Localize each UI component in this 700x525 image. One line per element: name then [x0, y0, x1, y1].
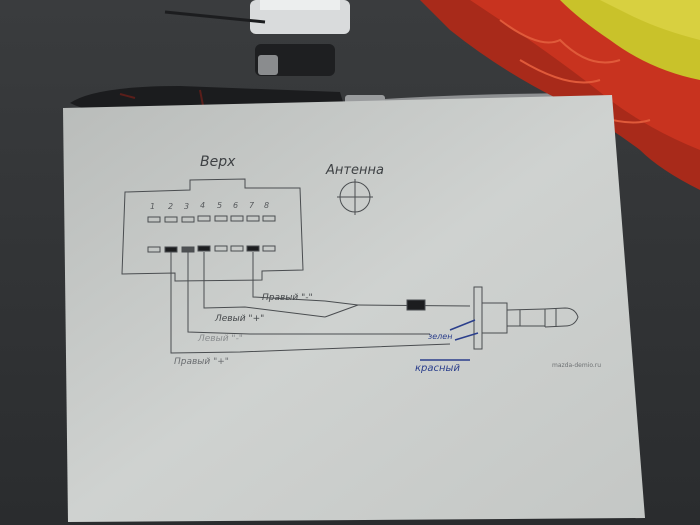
connector-outline: [121, 178, 304, 282]
pin-number-6: 6: [233, 201, 238, 210]
jack-plug: [473, 286, 579, 350]
pin-slot-bottom-5: [214, 245, 228, 252]
pin-number-7: 7: [249, 201, 255, 210]
pin-slot-bottom-4: [197, 245, 211, 252]
wire-left-plus: [203, 252, 326, 318]
watermark: mazda-demio.ru: [552, 362, 601, 369]
red-yellow-bag: [420, 0, 700, 190]
pin-slot-top-4: [197, 215, 211, 222]
pin-slot-top-7: [246, 215, 260, 222]
pin-slot-top-3: [181, 216, 195, 223]
paper-sheet: [63, 95, 645, 522]
pin-slot-bottom-1: [147, 246, 161, 253]
wire-marker: [406, 299, 426, 311]
label-left-plus: Левый "+": [214, 314, 264, 324]
pin-numbers: 1 2 3 4 5 6 7 8: [150, 201, 269, 211]
pin-number-8: 8: [264, 201, 269, 210]
pin-number-1: 1: [150, 202, 155, 211]
wiring-diagram: [121, 178, 579, 354]
pin-slot-bottom-7: [246, 245, 260, 252]
label-left-minus: Левый "-": [197, 334, 243, 344]
wire-right-plus: [170, 252, 451, 354]
wire-right-minus: [252, 252, 326, 302]
wire-rod: [164, 10, 266, 24]
label-top: Верх: [200, 154, 236, 170]
pin-slot-bottom-3: [181, 246, 195, 253]
handwritten-green: зелен: [428, 332, 452, 341]
handwritten-red: красный: [415, 363, 460, 374]
pin-number-5: 5: [217, 201, 222, 210]
label-right-minus: Правый "-": [262, 293, 313, 303]
pin-slot-top-2: [164, 216, 178, 223]
bottle: [250, 0, 350, 34]
pin-slot-top-6: [230, 215, 244, 222]
label-right-plus: Правый "+": [174, 357, 229, 367]
pin-slot-top-8: [262, 215, 276, 222]
pin-number-3: 3: [184, 202, 189, 211]
pin-slot-bottom-2: [164, 246, 178, 253]
pin-slot-top-1: [147, 216, 161, 223]
label-antenna: Антенна: [325, 163, 384, 178]
wire-left-minus: [187, 252, 430, 335]
pen-stroke: [420, 319, 479, 361]
pin-slot-top-5: [214, 215, 228, 222]
antenna-connector: [255, 44, 335, 76]
pin-slot-bottom-6: [230, 245, 244, 252]
pin-number-2: 2: [168, 202, 173, 211]
pin-slot-bottom-8: [262, 245, 276, 252]
pin-number-4: 4: [200, 201, 205, 210]
